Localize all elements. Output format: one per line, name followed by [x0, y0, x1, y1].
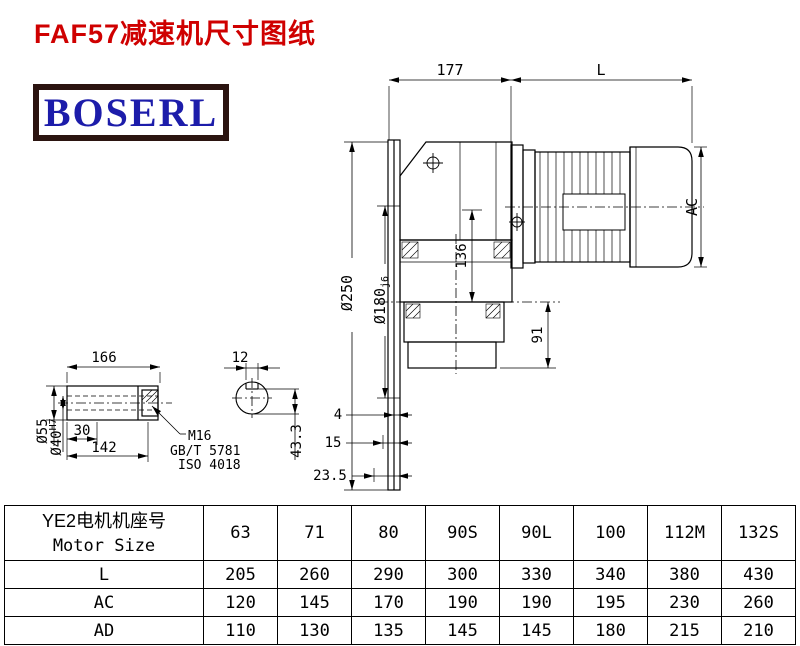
callout-labels: M16 GB/T 5781 ISO 4018 — [170, 429, 241, 473]
standard-iso-label: ISO 4018 — [178, 458, 241, 473]
table-cell: 330 — [499, 560, 574, 589]
dim-4-label: 4 — [334, 407, 342, 423]
dim-91-label: 91 — [530, 327, 546, 344]
standard-gb-label: GB/T 5781 — [170, 444, 240, 459]
table-row-AC: AC 120 145 170 190 190 195 230 260 — [4, 588, 796, 617]
dim-bore-tolerance: H7 — [48, 418, 59, 430]
motor-size-80: 80 — [351, 505, 426, 561]
gearbox-outline — [387, 139, 513, 491]
table-cell: 170 — [351, 588, 426, 617]
dim-AC-label: AC — [683, 198, 701, 216]
table-cell: 215 — [647, 616, 722, 645]
dimension-table: YE2电机机座号 Motor Size 63 71 80 90S 90L 100… — [4, 505, 796, 645]
dim-43-3-label: 43.3 — [289, 424, 305, 458]
dim-136-label: 136 — [454, 243, 470, 268]
motor-size-header-cell: YE2电机机座号 Motor Size — [4, 505, 204, 561]
dim-spigot-tolerance: j6 — [380, 276, 391, 288]
page-title: FAF57减速机尺寸图纸 — [34, 19, 317, 49]
table-cell: 135 — [351, 616, 426, 645]
table-cell: 190 — [425, 588, 500, 617]
table-cell: 380 — [647, 560, 722, 589]
motor-nameplate — [562, 193, 626, 231]
table-cell: 195 — [573, 588, 648, 617]
table-cell: 130 — [277, 616, 352, 645]
motor-size-112M: 112M — [647, 505, 722, 561]
dim-30-label: 30 — [74, 423, 91, 439]
motor-size-90S: 90S — [425, 505, 500, 561]
dimension-labels-large: 177 L AC Ø250 Ø180j6 — [338, 61, 701, 324]
motor-size-71: 71 — [277, 505, 352, 561]
table-row-L: L 205 260 290 300 330 340 380 430 — [4, 560, 796, 589]
table-cell: 190 — [499, 588, 574, 617]
table-row-AD: AD 110 130 135 145 145 180 215 210 — [4, 616, 796, 645]
technical-drawing: 177 L AC Ø250 Ø180j6 136 91 4 15 23.5 16… — [35, 61, 707, 491]
dim-166-label: 166 — [91, 350, 116, 366]
table-cell: 230 — [647, 588, 722, 617]
motor-outline — [510, 144, 693, 269]
table-cell: 145 — [277, 588, 352, 617]
motor-size-90L: 90L — [499, 505, 574, 561]
table-cell: 260 — [277, 560, 352, 589]
dimension-labels: 136 91 4 15 23.5 166 12 30 142 Ø55 Ø40H7… — [35, 243, 546, 484]
dim-23-5-label: 23.5 — [313, 468, 347, 484]
dim-bore-value: Ø40 — [49, 430, 65, 455]
table-cell: 340 — [573, 560, 648, 589]
table-cell: 145 — [499, 616, 574, 645]
table-cell: 260 — [721, 588, 796, 617]
dim-shaft-od-label: Ø55 — [35, 418, 51, 443]
table-cell: 205 — [203, 560, 278, 589]
dim-flange-od-label: Ø250 — [338, 275, 356, 311]
dim-L-label: L — [596, 61, 605, 79]
motor-size-header-cn: YE2电机机座号 — [41, 511, 167, 532]
table-cell: 120 — [203, 588, 278, 617]
dim-142-label: 142 — [91, 440, 116, 456]
centerlines — [58, 206, 704, 418]
dim-177-label: 177 — [436, 61, 463, 79]
motor-size-63: 63 — [203, 505, 278, 561]
dim-bore-label: Ø40H7 — [48, 418, 65, 455]
brand-logo-box: BOSERL — [33, 84, 229, 141]
shaft-end-hatch — [141, 389, 159, 403]
dim-spigot-value: Ø180 — [371, 288, 389, 324]
motor-size-132S: 132S — [721, 505, 796, 561]
table-cell: 430 — [721, 560, 796, 589]
dimension-lines — [51, 77, 704, 490]
dim-spigot-label: Ø180j6 — [371, 276, 391, 324]
table-cell: 180 — [573, 616, 648, 645]
bolt-hole-symbols — [423, 153, 525, 231]
thread-callout-label: M16 — [188, 429, 211, 444]
table-cell: 110 — [203, 616, 278, 645]
row-label-L: L — [4, 560, 204, 589]
table-cell: 300 — [425, 560, 500, 589]
table-cell: 210 — [721, 616, 796, 645]
dim-12-label: 12 — [232, 350, 249, 366]
brand-logo-text: BOSERL — [43, 89, 219, 135]
bearing-hatch — [401, 241, 511, 319]
motor-size-header-en: Motor Size — [52, 535, 156, 556]
dim-15-label: 15 — [325, 435, 342, 451]
table-cell: 290 — [351, 560, 426, 589]
shaft-bore-hidden-lines — [67, 395, 158, 411]
motor-size-100: 100 — [573, 505, 648, 561]
table-cell: 145 — [425, 616, 500, 645]
row-label-AD: AD — [4, 616, 204, 645]
table-header-row: YE2电机机座号 Motor Size 63 71 80 90S 90L 100… — [4, 505, 796, 561]
row-label-AC: AC — [4, 588, 204, 617]
